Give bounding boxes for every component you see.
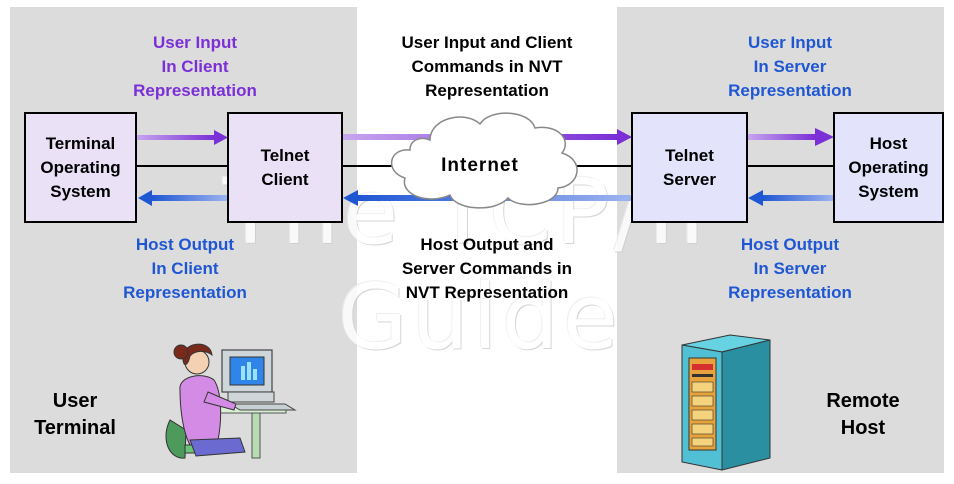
label-line: User Input — [152, 33, 238, 52]
internet-cloud-icon — [390, 112, 578, 209]
label-input-client: User Input In Client Representation — [95, 31, 295, 103]
label-line: In Server — [753, 57, 827, 76]
server-rack-icon — [681, 334, 771, 471]
box-line: Host — [869, 133, 908, 153]
label-input-server: User Input In Server Representation — [690, 31, 890, 103]
label-line: User — [52, 390, 98, 412]
person-at-computer-icon — [165, 343, 297, 459]
box-line: System — [50, 181, 111, 201]
telnet-server-box: Telnet Server — [631, 112, 748, 223]
remote-host-label: Remote Host — [808, 388, 918, 442]
label-output-client: Host Output In Client Representation — [85, 233, 285, 305]
box-line: Terminal — [45, 133, 116, 153]
label-line: Remote — [826, 390, 900, 412]
label-line: Representation — [123, 283, 247, 302]
label-line: Terminal — [34, 417, 116, 439]
label-line: Host — [840, 417, 886, 439]
box-line: Operating — [848, 157, 929, 177]
label-line: Representation — [425, 81, 549, 100]
remote-host-panel — [617, 7, 944, 473]
telnet-client-box: Telnet Client — [227, 112, 343, 223]
label-line: Representation — [133, 81, 257, 100]
label-line: User Input — [747, 33, 833, 52]
label-line: Representation — [728, 81, 852, 100]
box-line: Server — [663, 169, 716, 189]
user-terminal-label: User Terminal — [20, 388, 130, 442]
box-line: Operating — [40, 157, 121, 177]
internet-label: Internet — [441, 155, 519, 176]
label-line: Host Output — [135, 235, 235, 254]
box-line: System — [858, 181, 919, 201]
label-line: Server Commands in — [401, 259, 573, 278]
box-line: Client — [261, 169, 309, 189]
label-line: NVT Representation — [405, 283, 569, 302]
label-line: In Server — [753, 259, 827, 278]
label-line: Representation — [728, 283, 852, 302]
label-output-server: Host Output In Server Representation — [690, 233, 890, 305]
label-output-nvt: Host Output and Server Commands in NVT R… — [360, 233, 614, 305]
label-input-nvt: User Input and Client Commands in NVT Re… — [360, 31, 614, 103]
box-line: Telnet — [665, 145, 714, 165]
label-line: Host Output and — [420, 235, 554, 254]
terminal-os-box: Terminal Operating System — [24, 112, 137, 223]
box-line: Telnet — [260, 145, 310, 165]
label-line: Commands in NVT — [411, 57, 563, 76]
label-line: In Client — [151, 259, 219, 278]
host-os-box: Host Operating System — [833, 112, 944, 223]
label-line: Host Output — [740, 235, 840, 254]
label-line: In Client — [161, 57, 229, 76]
label-line: User Input and Client — [401, 33, 573, 52]
